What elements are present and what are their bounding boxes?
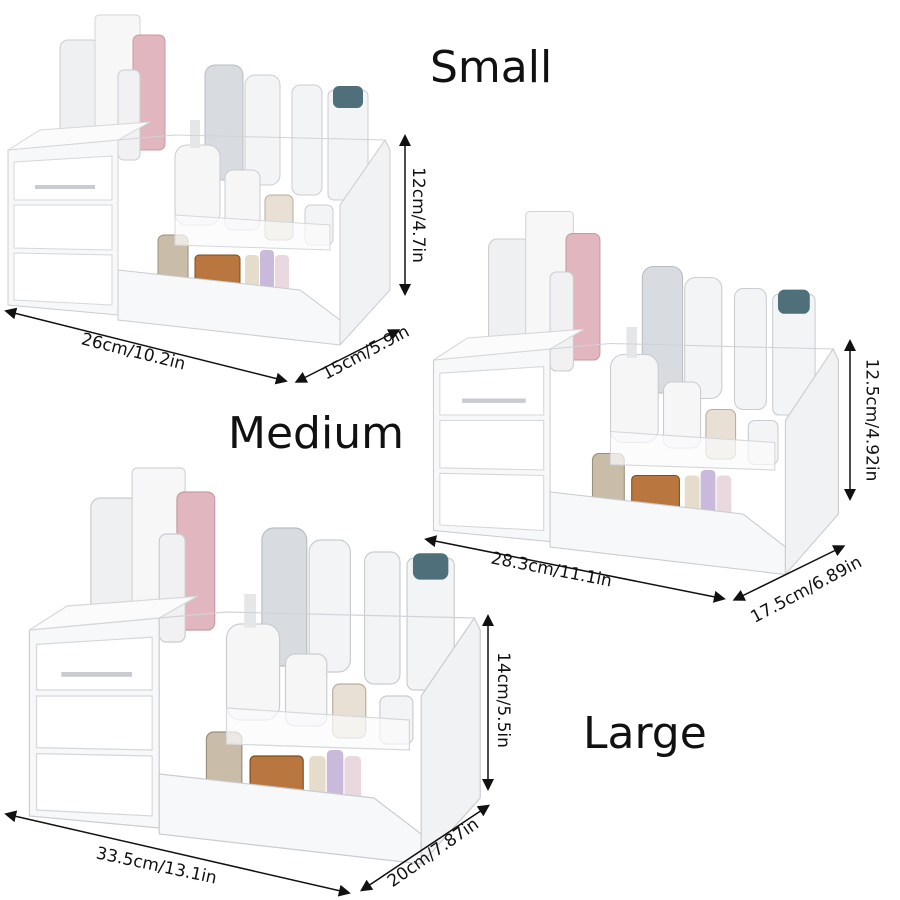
medium-height-label: 12.5cm/4.92in bbox=[861, 358, 882, 482]
large-height-label: 14cm/5.5in bbox=[492, 652, 513, 748]
small-height-label: 12cm/4.7in bbox=[407, 167, 428, 263]
small-organizer-image bbox=[7, 14, 391, 346]
large-width-arrow bbox=[4, 810, 351, 897]
small-width-arrow bbox=[4, 307, 288, 385]
large-organizer-image bbox=[28, 467, 481, 865]
size-label-medium: Medium bbox=[228, 408, 404, 459]
size-label-large: Large bbox=[583, 708, 707, 759]
small-depth-arrow bbox=[294, 329, 401, 383]
medium-depth-arrow bbox=[732, 545, 846, 601]
size-label-small: Small bbox=[430, 42, 553, 93]
medium-organizer-image bbox=[432, 210, 839, 576]
medium-width-arrow bbox=[424, 535, 726, 603]
large-depth-arrow bbox=[360, 804, 490, 892]
